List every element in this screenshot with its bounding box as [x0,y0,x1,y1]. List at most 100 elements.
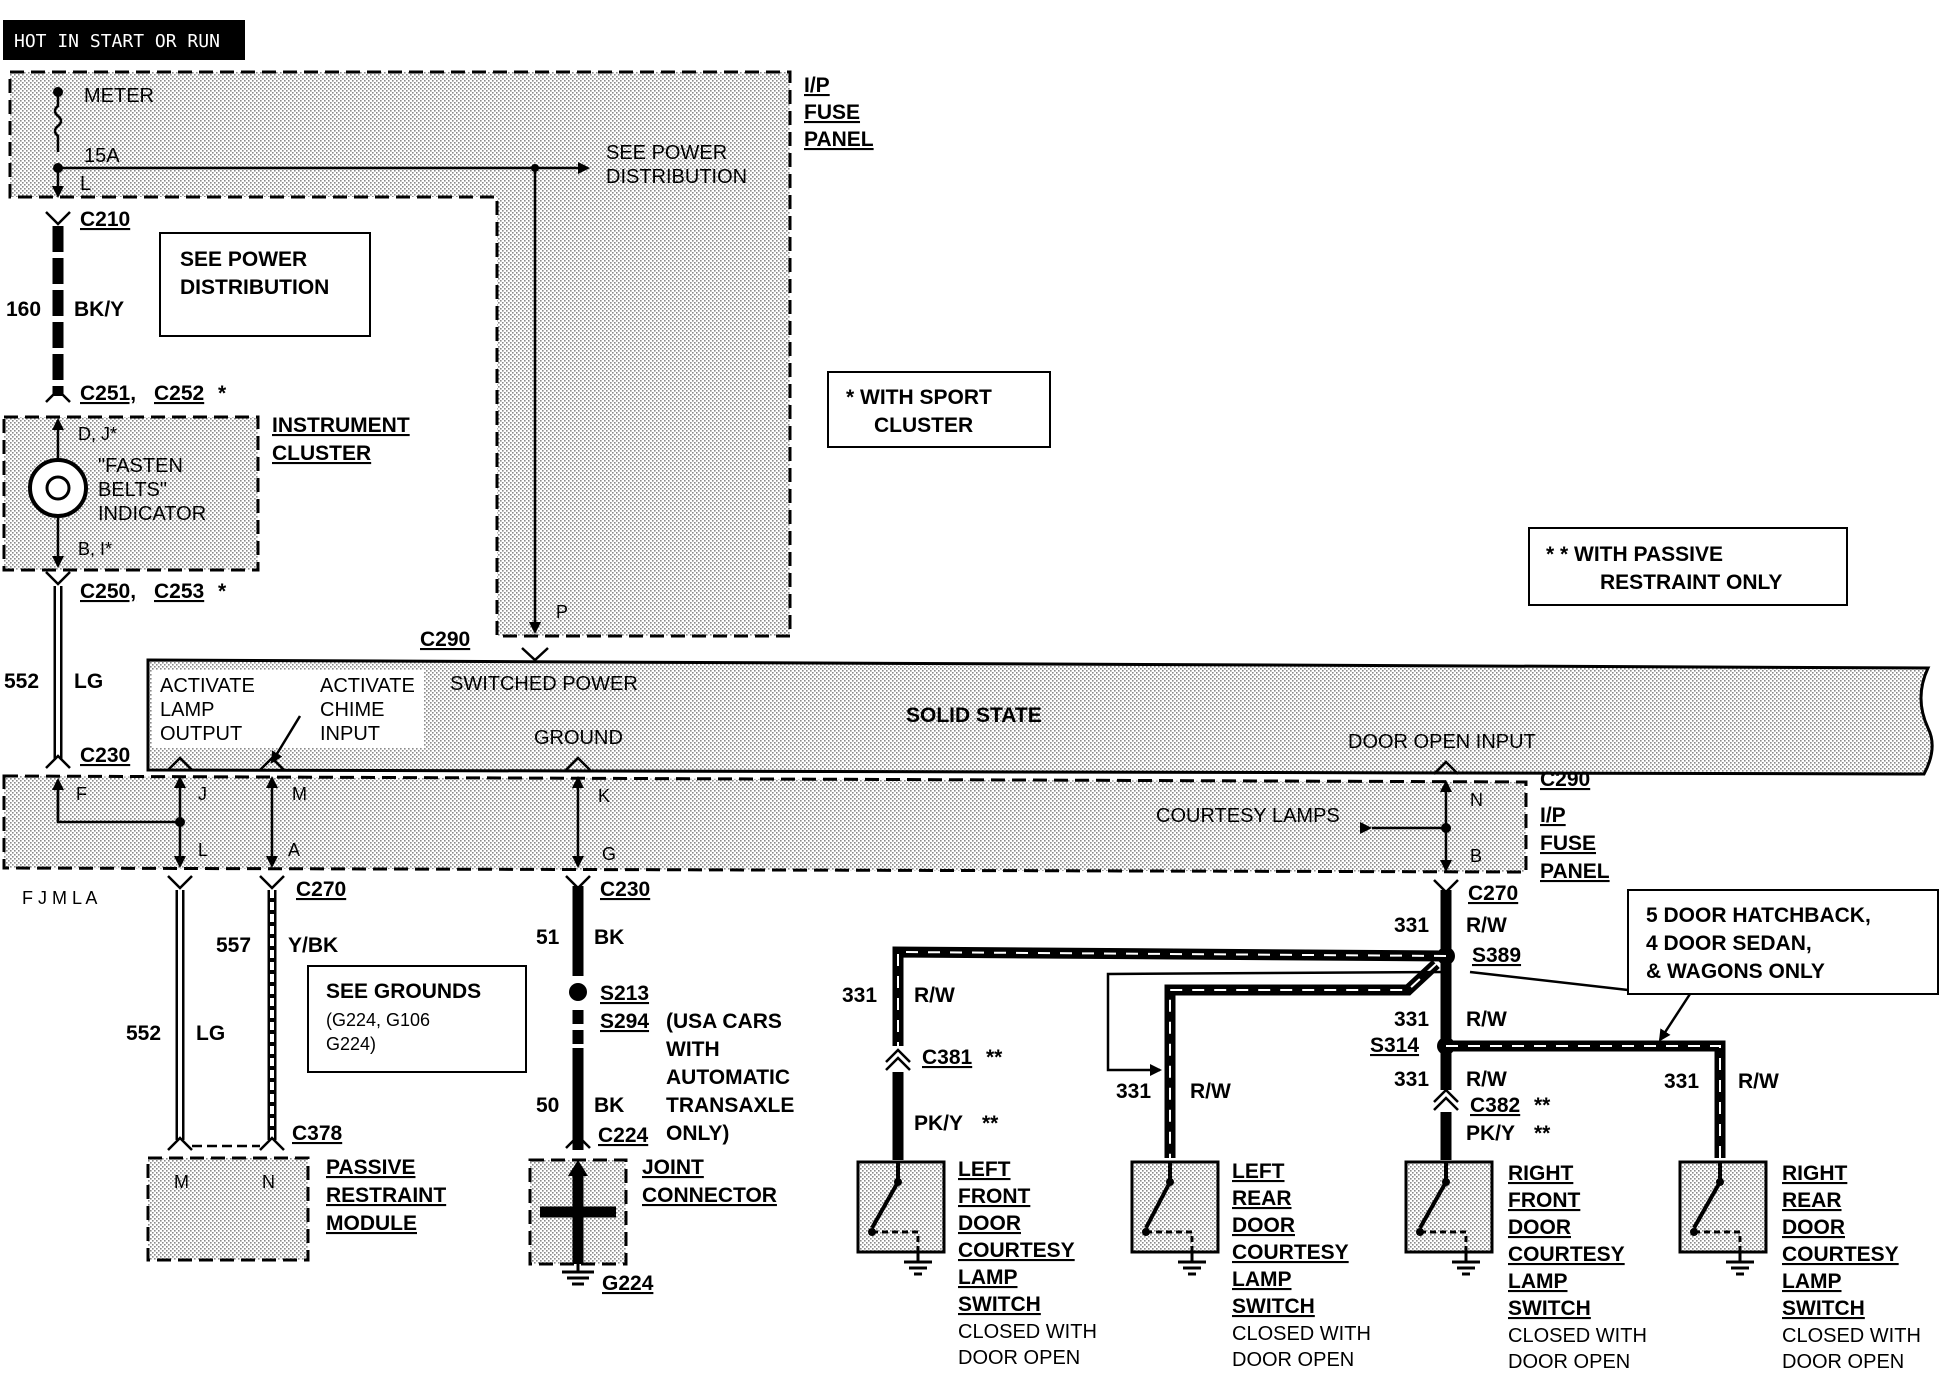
s213-splice [569,983,587,1001]
switch-label-left-front: LEFT FRONT DOOR COURTESY LAMP SWITCH CLO… [958,1158,1097,1369]
joint-connector-l1: JOINT [642,1156,704,1179]
activate-lamp-l1: ACTIVATE [160,675,255,697]
pin-f: F [76,784,87,804]
c230-left-connector [45,754,71,769]
usa-note-l4: TRANSAXLE [666,1094,794,1117]
pins-dj: D, J* [78,424,117,444]
fasten-belts-lamp [28,458,88,518]
see-power-box [159,232,371,337]
pin-k: K [598,786,610,806]
c270-l-connector [167,875,193,890]
wire-331-right-rear-stripe [1446,1045,1721,1158]
fuse-panel-bottom-l2: FUSE [1540,832,1596,855]
passive-restraint-module-box [146,1156,310,1262]
svg-text:CLOSED WITH: CLOSED WITH [1508,1325,1647,1347]
wire-557-number: 557 [216,934,251,957]
sport-note-box [827,371,1051,448]
c378-connector-552 [167,1136,193,1151]
sport-note-l2: CLUSTER [874,414,973,437]
fuse-rating: 15A [84,145,120,167]
fuse-panel-bottom-l3: PANEL [1540,860,1610,883]
s213-label: S213 [600,982,649,1005]
activate-lamp-l3: OUTPUT [160,723,242,745]
pin-g: G [602,844,616,864]
c270-left-label: C270 [296,878,346,901]
c290-k-connector [565,756,591,771]
wire-331-lr-number: 331 [1116,1080,1151,1103]
svg-text:DOOR: DOOR [1232,1214,1295,1237]
c382-connector [1433,1088,1459,1111]
svg-text:REAR: REAR [1782,1189,1842,1212]
usa-note-l3: AUTOMATIC [666,1066,790,1089]
pin-p: P [556,602,568,622]
c230-left-label: C230 [80,744,130,767]
c210-connector [45,211,71,226]
svg-text:DOOR: DOOR [958,1212,1021,1235]
activate-chime-l3: INPUT [320,723,380,745]
instrument-cluster-l2: CLUSTER [272,442,371,465]
svg-text:DOOR OPEN: DOOR OPEN [1508,1351,1630,1373]
passive-note-box [1528,527,1848,606]
see-power-top-l2: DISTRIBUTION [606,166,747,188]
fasten-belts-l1: "FASTEN [98,455,183,477]
c250-label: C250, [80,580,136,603]
wire-pky-lf-color: PK/Y [914,1112,963,1135]
switched-power-label: SWITCHED POWER [450,673,638,695]
wire-552-lower-number: 552 [126,1022,161,1045]
c290-n-connector [1433,760,1459,775]
svg-text:DOOR: DOOR [1782,1216,1845,1239]
svg-text:DOOR OPEN: DOOR OPEN [1782,1351,1904,1373]
wire-50-number: 50 [536,1094,559,1117]
wire-331-main-color: R/W [1466,914,1507,937]
c290-label: C290 [420,628,470,651]
wire-331-rf-number: 331 [1394,1068,1429,1091]
s389-label: S389 [1472,944,1521,967]
svg-text:LEFT: LEFT [958,1158,1011,1181]
svg-text:LAMP: LAMP [1508,1270,1568,1293]
svg-text:COURTESY: COURTESY [1508,1243,1625,1266]
fasten-belts-l3: INDICATOR [98,503,206,525]
see-grounds-box [307,965,527,1073]
fasten-belts-filament [45,475,71,501]
courtesy-lamps-arrow [1360,822,1372,834]
svg-text:RIGHT: RIGHT [1782,1162,1848,1185]
pin-b: B [1470,846,1482,866]
c224-connector [565,1134,591,1149]
c210-label: C210 [80,208,130,231]
svg-text:SWITCH: SWITCH [1782,1297,1865,1320]
wire-160-color: BK/Y [74,298,124,321]
fuse-panel-top-l1: I/P [804,74,830,97]
c378-label: C378 [292,1122,343,1145]
svg-text:DOOR: DOOR [1508,1216,1571,1239]
wire-50-color: BK [594,1094,624,1117]
svg-text:CLOSED WITH: CLOSED WITH [1782,1325,1921,1347]
pin-l: L [198,840,208,860]
svg-text:SWITCH: SWITCH [958,1293,1041,1316]
passive-pin-n: N [262,1172,275,1192]
pin-f-to-j-wire [56,790,180,824]
fjmla-label: F J M L A [22,888,97,908]
courtesy-lamps-label: COURTESY LAMPS [1156,805,1340,827]
passive-note-l1: * * WITH PASSIVE [1546,543,1723,566]
pin-j: J [198,784,207,804]
svg-text:LEFT: LEFT [1232,1160,1285,1183]
fasten-belts-l2: BELTS" [98,479,167,501]
activate-chime-l1: ACTIVATE [320,675,415,697]
svg-text:DOOR OPEN: DOOR OPEN [1232,1349,1354,1371]
usa-note-l2: WITH [666,1038,720,1061]
passive-module-l1: PASSIVE [326,1156,415,1179]
svg-text:CLOSED WITH: CLOSED WITH [1232,1323,1371,1345]
fuse-panel-top-l3: PANEL [804,128,874,151]
header-bar [3,20,245,60]
wire-331-rr-color: R/W [1738,1070,1779,1093]
svg-text:DOOR OPEN: DOOR OPEN [958,1347,1080,1369]
meter-label: METER [84,85,154,107]
header-text: HOT IN START OR RUN [14,31,220,52]
svg-text:COURTESY: COURTESY [1232,1241,1349,1264]
svg-text:SWITCH: SWITCH [1508,1297,1591,1320]
see-grounds-l3: G224) [326,1034,376,1054]
c253-star: * [218,580,227,603]
c378-connector-557 [259,1136,285,1151]
chime-input-pointer [270,715,302,764]
switch-right-front [1404,1160,1494,1276]
